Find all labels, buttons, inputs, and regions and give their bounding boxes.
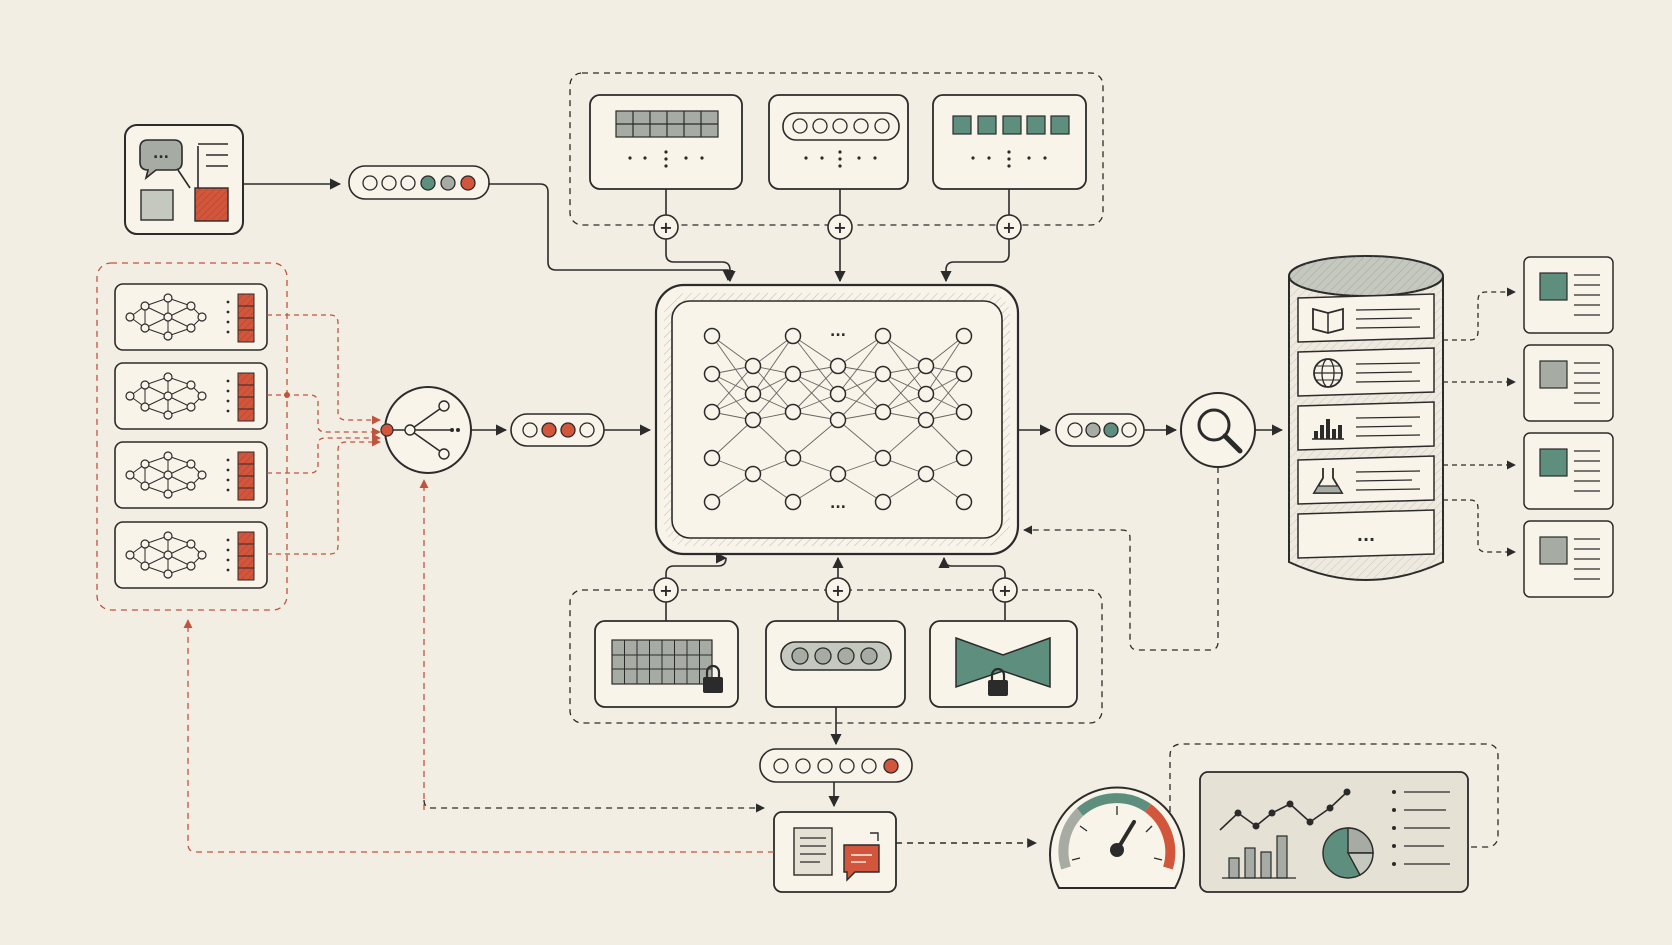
plus-node-bottom-3: + (992, 577, 1018, 603)
network-nodes (703, 327, 973, 511)
network-node (955, 327, 973, 345)
token-pill-icon (765, 620, 906, 708)
input-card: ... (124, 124, 244, 235)
gauge-icon (1049, 786, 1185, 889)
network-node (874, 493, 892, 511)
output-pair-card (773, 811, 897, 893)
svg-text:+: + (831, 581, 844, 600)
database-row: ... (1297, 509, 1435, 559)
network-node (703, 365, 721, 383)
flask-icon (1312, 468, 1344, 494)
output-document (1523, 344, 1614, 422)
dashboard-panel (1199, 771, 1469, 893)
network-node (955, 403, 973, 421)
svg-text:+: + (659, 581, 672, 600)
red-square-icon (194, 187, 229, 222)
plus-node-bottom-2: + (825, 577, 851, 603)
network-node (874, 365, 892, 383)
database-ellipsis: ... (1357, 526, 1375, 545)
globe-icon (1313, 358, 1343, 388)
network-node (784, 449, 802, 467)
network-node (784, 493, 802, 511)
bowtie-lock-icon (929, 620, 1078, 708)
network-node (874, 403, 892, 421)
dashboard-group (1169, 743, 1499, 848)
database-row (1297, 347, 1435, 397)
token-pill-router (510, 413, 605, 447)
book-icon (1312, 307, 1344, 334)
knowledge-database: ... (1288, 255, 1444, 581)
network-node (744, 465, 762, 483)
network-node (955, 449, 973, 467)
plus-node-top-2: + (827, 214, 853, 240)
network-node (917, 411, 935, 429)
network-node (744, 385, 762, 403)
chat-bubble-icon (139, 139, 183, 181)
output-document (1523, 432, 1614, 510)
network-node (955, 493, 973, 511)
expert-group (96, 262, 288, 611)
router-icon (380, 386, 472, 474)
network-node (874, 449, 892, 467)
grid-lock-icon (594, 620, 739, 708)
line-chart-icon (1219, 788, 1351, 831)
network-node (829, 385, 847, 403)
expert-card (114, 441, 268, 509)
network-node (829, 465, 847, 483)
database-row (1297, 293, 1435, 343)
svg-text:+: + (659, 218, 672, 237)
plus-node-bottom-1: + (653, 577, 679, 603)
magnifier-icon (1180, 392, 1256, 468)
network-node (917, 385, 935, 403)
network-node (784, 365, 802, 383)
database-row (1297, 401, 1435, 451)
network-node (703, 449, 721, 467)
network-node (917, 357, 935, 375)
network-ellipsis-bottom: ... (830, 496, 846, 512)
central-model: ... ... (654, 283, 1020, 556)
network-node (703, 327, 721, 345)
expert-cards (114, 283, 268, 589)
output-documents (1523, 256, 1614, 598)
gray-square-icon (140, 189, 174, 221)
output-document (1523, 520, 1614, 598)
expert-card (114, 362, 268, 430)
svg-text:+: + (1002, 218, 1015, 237)
network-ellipsis-top: ... (830, 324, 846, 340)
chat-ellipsis: ... (153, 146, 169, 162)
adapter-card-top-teal (932, 94, 1087, 190)
document-icon (793, 827, 833, 876)
output-document (1523, 256, 1614, 334)
network-node (784, 403, 802, 421)
token-pill-bottom (759, 748, 913, 783)
expert-card (114, 283, 268, 351)
token-pill-top (348, 165, 490, 200)
network-node (917, 465, 935, 483)
network-node (703, 493, 721, 511)
bar-chart-icon (1312, 419, 1344, 440)
database-row (1297, 455, 1435, 505)
plus-node-top-3: + (996, 214, 1022, 240)
network-node (744, 411, 762, 429)
adapter-card-top-grid (589, 94, 743, 190)
adapter-card-top-pill (768, 94, 909, 190)
speech-bubble-icon (843, 832, 880, 882)
network-node (744, 357, 762, 375)
pie-chart-icon (1322, 827, 1374, 879)
token-pill-output (1055, 413, 1145, 447)
network-node (955, 365, 973, 383)
legend-icon (1392, 790, 1450, 866)
svg-text:+: + (998, 581, 1011, 600)
plus-node-top-1: + (653, 214, 679, 240)
network-node (784, 327, 802, 345)
network-node (703, 403, 721, 421)
network-node (829, 411, 847, 429)
expert-card (114, 521, 268, 589)
network-node (874, 327, 892, 345)
network-node (829, 357, 847, 375)
svg-text:+: + (833, 218, 846, 237)
